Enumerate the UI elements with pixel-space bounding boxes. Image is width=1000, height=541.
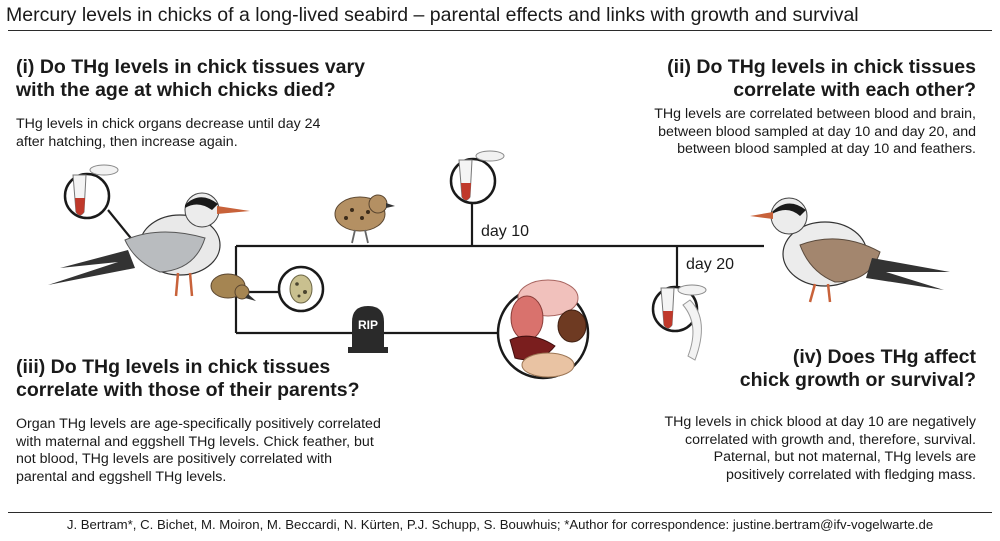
credits-divider — [8, 512, 992, 513]
answer-iii-line-3: not blood, THg levels are positively cor… — [16, 451, 332, 467]
question-i-line-1: (i) Do THg levels in chick tissues vary — [16, 56, 365, 78]
blood-tube-icon-adult — [63, 164, 119, 220]
title-divider — [8, 30, 992, 31]
question-iv-line-1: (iv) Does THg affect — [792, 346, 976, 368]
answer-iv-line-4: positively correlated with fledging mass… — [726, 466, 976, 483]
page-title: Mercury levels in chicks of a long-lived… — [6, 4, 859, 26]
credits: J. Bertram*, C. Bichet, M. Moiron, M. Be… — [66, 517, 934, 532]
question-i-line-2: with the age at which chicks died? — [16, 79, 336, 101]
question-iii: (iii) Do THg levels in chick tissues cor… — [16, 356, 359, 402]
answer-i: THg levels in chick organs decrease unti… — [16, 116, 320, 151]
answer-iii: Organ THg levels are age-specifically po… — [16, 416, 381, 486]
day10-label: day 10 — [481, 223, 530, 240]
answer-ii-line-1: THg levels are correlated between blood … — [654, 106, 976, 122]
answer-iv-line-3: Paternal, but not maternal, THg levels a… — [713, 449, 976, 465]
answer-i-line-2: after hatching, then increase again. — [16, 133, 238, 150]
answer-ii-line-2: between blood sampled at day 10 and day … — [658, 123, 976, 140]
question-i: (i) Do THg levels in chick tissues vary … — [16, 56, 365, 102]
question-ii-line-1: (ii) Do THg levels in chick tissues — [667, 56, 976, 78]
egg-icon — [277, 265, 325, 313]
answer-iv-line-2: correlated with growth and, therefore, s… — [685, 431, 976, 448]
answer-iv-line-1: THg levels in chick blood at day 10 are … — [664, 414, 976, 430]
question-iii-line-1: (iii) Do THg levels in chick tissues — [16, 356, 331, 378]
question-iv: (iv) Does THg affect chick growth or sur… — [740, 346, 976, 392]
chick-day10-icon — [334, 194, 395, 244]
feather-icon — [682, 299, 702, 361]
question-iii-line-2: correlate with those of their parents? — [16, 379, 360, 401]
answer-iii-line-2: with maternal and eggshell THg levels. C… — [16, 433, 374, 450]
organs-icon — [496, 279, 590, 380]
day20-label: day 20 — [686, 256, 735, 273]
gravestone-label: RIP — [357, 318, 378, 332]
blood-tube-icon-day10 — [449, 150, 505, 205]
answer-ii-line-3: between blood sampled at day 10 and feat… — [677, 141, 976, 157]
gravestone-icon — [348, 306, 388, 353]
answer-iv: THg levels in chick blood at day 10 are … — [664, 414, 976, 484]
blood-tube-icon-day20 — [651, 284, 707, 333]
adult-tern-left — [48, 192, 250, 297]
answer-ii: THg levels are correlated between blood … — [654, 106, 976, 159]
adult-sample-connector — [107, 209, 135, 243]
adult-tern-right — [750, 197, 950, 303]
answer-i-line-1: THg levels in chick organs decrease unti… — [16, 116, 321, 132]
hatchling-icon — [210, 273, 256, 301]
question-ii: (ii) Do THg levels in chick tissues corr… — [667, 56, 976, 102]
question-iv-line-2: chick growth or survival? — [739, 369, 976, 391]
answer-iii-line-1: Organ THg levels are age-specifically po… — [16, 416, 381, 432]
question-ii-line-2: correlate with each other? — [733, 79, 976, 101]
answer-iii-line-4: parental and eggshell THg levels. — [16, 468, 227, 485]
